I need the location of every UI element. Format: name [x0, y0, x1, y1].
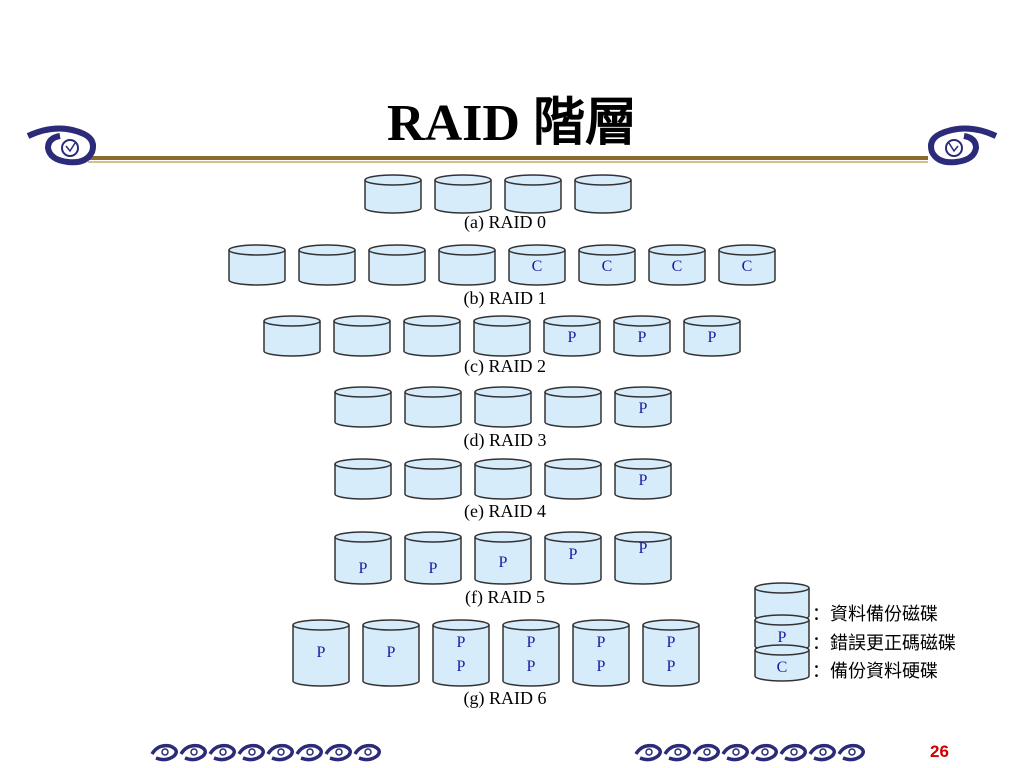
raid-level-6-disk-5: PP [642, 619, 700, 687]
legend-disk-1-icon: P [754, 614, 810, 652]
disk-label-5-0: P [359, 560, 368, 577]
raid-level-3-disk-1 [404, 386, 462, 428]
caption-raid1: (b) RAID 1 [463, 288, 547, 308]
raid-level-6-disk-2: PP [432, 619, 490, 687]
rule-ornament-right-icon [928, 125, 998, 166]
legend-disk-label-2: C [777, 659, 788, 676]
raid-level-5-disk-0: P [334, 531, 392, 585]
raid-level-2-disk-2 [403, 315, 461, 357]
raid-level-1-disk-0 [228, 244, 286, 286]
raid-level-2-disk-1 [333, 315, 391, 357]
raid-level-0-disk-3 [574, 174, 632, 214]
raid-level-4-disk-4: P [614, 458, 672, 500]
raid-level-1-disk-6: C [648, 244, 706, 286]
disk-label-6-4-0: P [597, 634, 606, 651]
disk-label-5-4: P [639, 540, 648, 557]
raid-level-1-disk-7: C [718, 244, 776, 286]
disk-label-1-5: C [602, 258, 613, 275]
page-number: 26 [930, 742, 949, 761]
raid-level-0-disk-0 [364, 174, 422, 214]
footer-chain-right-icon [634, 743, 865, 762]
disk-label-5-1: P [429, 560, 438, 577]
raid-level-5-disk-1: P [404, 531, 462, 585]
disk-label-1-4: C [532, 258, 543, 275]
caption-raid4: (e) RAID 4 [464, 501, 546, 521]
legend-data-disk-text: ：資料備份磁碟 [812, 604, 938, 625]
slide-title: RAID 階層 [387, 95, 637, 152]
disk-label-2-4: P [568, 329, 577, 346]
disk-label-6-5-1: P [667, 658, 676, 675]
raid-level-0-disk-2 [504, 174, 562, 214]
caption-raid0: (a) RAID 0 [464, 212, 546, 232]
disk-label-6-4-1: P [597, 658, 606, 675]
raid-level-4-disk-0 [334, 458, 392, 500]
caption-raid2: (c) RAID 2 [464, 356, 546, 376]
raid-level-1-disk-2 [368, 244, 426, 286]
disk-label-4-4: P [639, 472, 648, 489]
raid-level-4-disk-2 [474, 458, 532, 500]
raid-level-3-disk-0 [334, 386, 392, 428]
raid-level-0-disk-1 [434, 174, 492, 214]
disk-label-6-2-0: P [457, 634, 466, 651]
disk-label-5-2: P [499, 554, 508, 571]
legend-disk-2-icon: C [754, 644, 810, 682]
disk-label-3-4: P [639, 400, 648, 417]
rule-ornament-left-icon [26, 125, 96, 166]
disk-label-6-1: P [387, 644, 396, 661]
raid-level-6-disk-3: PP [502, 619, 560, 687]
raid-level-4-disk-1 [404, 458, 462, 500]
legend-ecc-disk-text: ：錯誤更正碼磁碟 [812, 633, 956, 654]
raid-level-5-disk-2: P [474, 531, 532, 585]
raid-level-2-disk-6: P [683, 315, 741, 357]
raid-level-2-disk-0 [263, 315, 321, 357]
raid-level-6-disk-4: PP [572, 619, 630, 687]
raid-level-1-disk-4: C [508, 244, 566, 286]
disk-label-6-2-1: P [457, 658, 466, 675]
caption-raid5: (f) RAID 5 [465, 587, 545, 607]
raid-level-1-disk-3 [438, 244, 496, 286]
footer-chain-left-icon [150, 743, 381, 762]
disk-label-2-5: P [638, 329, 647, 346]
raid-level-2-disk-3 [473, 315, 531, 357]
raid-level-3-disk-4: P [614, 386, 672, 428]
disk-label-6-3-0: P [527, 634, 536, 651]
raid-level-6-disk-0: P [292, 619, 350, 687]
raid-level-5-disk-3: P [544, 531, 602, 585]
raid-level-3-disk-3 [544, 386, 602, 428]
raid-level-6-disk-1: P [362, 619, 420, 687]
raid-level-5-disk-4: P [614, 531, 672, 585]
disk-label-1-6: C [672, 258, 683, 275]
caption-raid6: (g) RAID 6 [463, 688, 547, 708]
disk-label-6-5-0: P [667, 634, 676, 651]
disk-label-5-3: P [569, 546, 578, 563]
raid-level-4-disk-3 [544, 458, 602, 500]
raid-level-2-disk-5: P [613, 315, 671, 357]
disk-label-1-7: C [742, 258, 753, 275]
raid-level-3-disk-2 [474, 386, 532, 428]
disk-label-2-6: P [708, 329, 717, 346]
caption-raid3: (d) RAID 3 [463, 430, 547, 450]
raid-level-1-disk-5: C [578, 244, 636, 286]
disk-label-6-0: P [317, 644, 326, 661]
disk-label-6-3-1: P [527, 658, 536, 675]
legend-disk-label-1: P [778, 629, 787, 646]
raid-level-1-disk-1 [298, 244, 356, 286]
raid-level-2-disk-4: P [543, 315, 601, 357]
legend-copy-disk-text: ：備份資料硬碟 [812, 661, 938, 682]
